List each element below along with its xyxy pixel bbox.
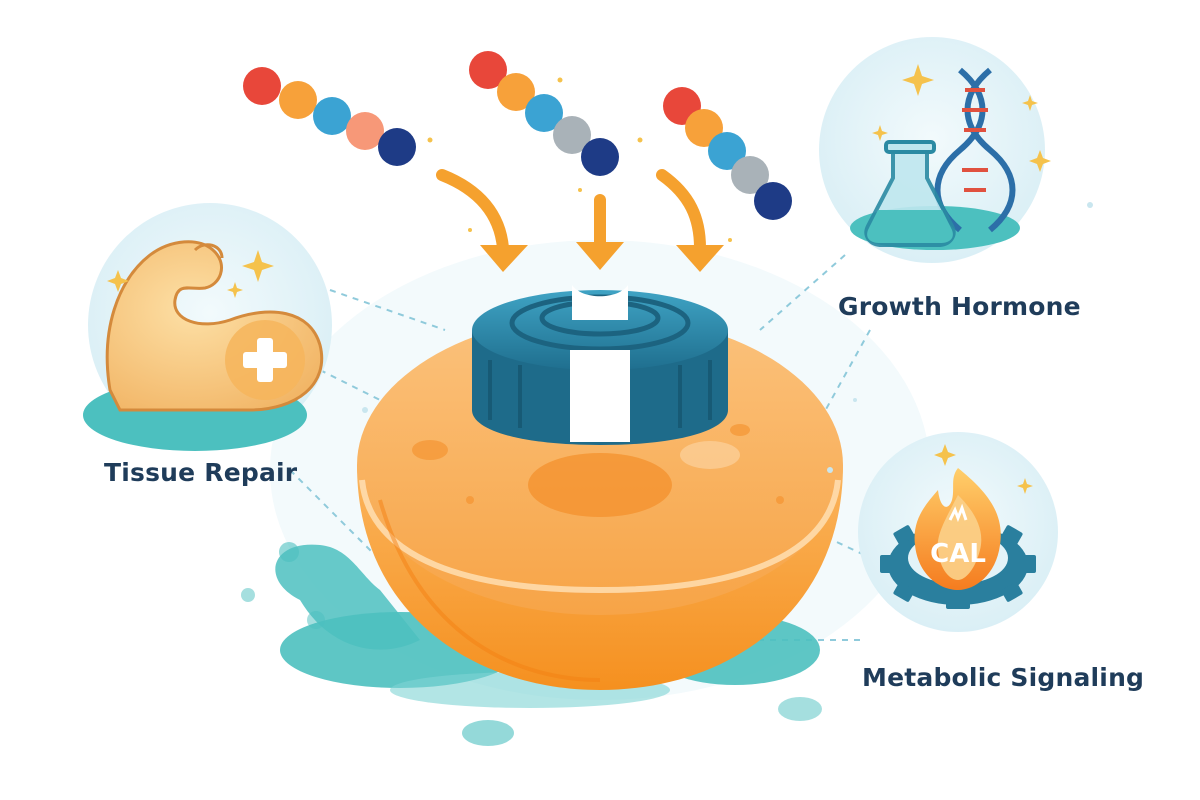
- peptide-chain-icon: [663, 87, 792, 220]
- growth-hormone-bubble: [819, 37, 1051, 263]
- peptide-chain-icon: [469, 51, 619, 176]
- flexed-arm-icon: [105, 240, 324, 412]
- flask-dna-icon: [864, 67, 1016, 247]
- tissue-repair-label: Tissue Repair: [104, 458, 298, 487]
- peptide-chain-icon: [243, 67, 416, 166]
- growth-hormone-label: Growth Hormone: [838, 292, 1081, 321]
- binding-arrows: [436, 169, 706, 254]
- sparkle-icon: [107, 250, 274, 298]
- sparkle-icon: [872, 64, 1051, 172]
- sparkle-icon: [934, 444, 1033, 494]
- sparkle-dots: [362, 202, 1093, 473]
- tissue-repair-bubble: [83, 203, 332, 451]
- metabolic-signaling-bubble: CAL: [858, 432, 1058, 632]
- metabolic-signaling-label: Metabolic Signaling: [862, 663, 1145, 692]
- arrow-heads: [480, 242, 724, 272]
- receptor-icon: [472, 285, 728, 445]
- flame-icon: CAL: [914, 468, 1001, 590]
- calorie-badge-text: CAL: [930, 539, 986, 569]
- sparkle-dots: [427, 77, 732, 242]
